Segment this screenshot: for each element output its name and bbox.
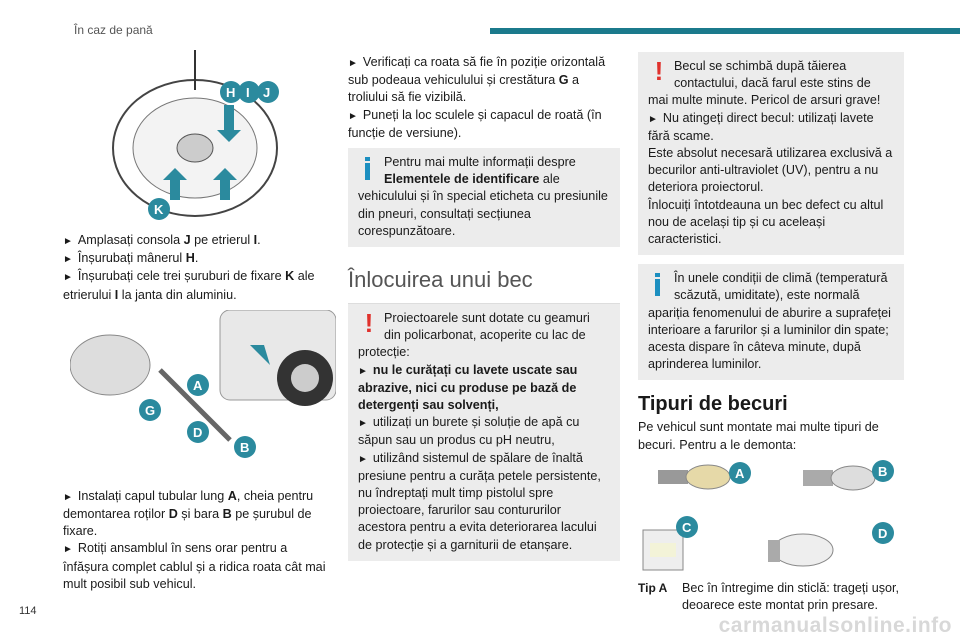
info-box-identification: Pentru mai multe informații despre Eleme… — [348, 148, 620, 248]
spare-wheel-figure: H I J K — [112, 50, 279, 220]
bulb-label: B — [878, 464, 887, 479]
bulb-label: C — [682, 520, 692, 535]
divider — [348, 303, 620, 305]
steps-winch: ►Instalați capul tubular lung A, cheia p… — [63, 488, 326, 591]
warning-icon: ! — [364, 308, 374, 339]
page-number: 114 — [19, 605, 37, 617]
figure-label: J — [263, 85, 270, 100]
middle-column: ►Verificați ca roata să fie în poziție o… — [348, 54, 620, 561]
warning-icon: ! — [654, 56, 664, 86]
figure-label: A — [193, 378, 203, 393]
bulb-type-row: Tip A Bec în întregime din sticlă: trage… — [638, 580, 904, 614]
warning-box-polycarbonate: ! Proiectoarele sunt dotate cu geamuri d… — [348, 304, 620, 561]
bulb-types-figure: A B C D — [642, 459, 894, 571]
section-header: În caz de pană — [74, 23, 153, 37]
bulb-label: A — [735, 466, 745, 481]
info-icon — [358, 154, 380, 184]
section-heading-bulb-replacement: Înlocuirea unui bec — [348, 267, 533, 293]
steps-check: ►Verificați ca roata să fie în poziție o… — [348, 55, 606, 140]
figure-label: K — [154, 202, 164, 217]
bulb-type-desc: Bec în întregime din sticlă: trageți ușo… — [682, 580, 899, 613]
info-icon — [648, 270, 670, 300]
header-accent-bar — [490, 28, 960, 34]
left-column: H I J K ►Amplasați consola J pe etrierul… — [63, 50, 336, 593]
bulb-label: D — [878, 526, 887, 541]
figure-label: G — [145, 403, 155, 418]
steps-mounting: ►Amplasați consola J pe etrierul I. ►Înș… — [63, 233, 315, 302]
warning-box-bulb: ! Becul se schimbă după tăierea contactu… — [638, 52, 904, 256]
bulb-type-label: Tip A — [638, 580, 668, 595]
figure-label: B — [240, 440, 249, 455]
section-heading-bulb-types: Tipuri de becuri — [638, 393, 788, 416]
figure-label: H — [226, 85, 235, 100]
figure-label: I — [246, 85, 250, 100]
info-box-condensation: În unele condiții de climă (temperatură … — [638, 264, 904, 381]
bulb-types-intro: Pe vehicul sunt montate mai multe tipuri… — [638, 420, 879, 452]
winch-tool-figure: A G D B — [70, 309, 336, 458]
right-column: ! Becul se schimbă după tăierea contactu… — [638, 52, 904, 614]
figure-label: D — [193, 425, 202, 440]
watermark: carmanualsonline.info — [718, 614, 952, 637]
